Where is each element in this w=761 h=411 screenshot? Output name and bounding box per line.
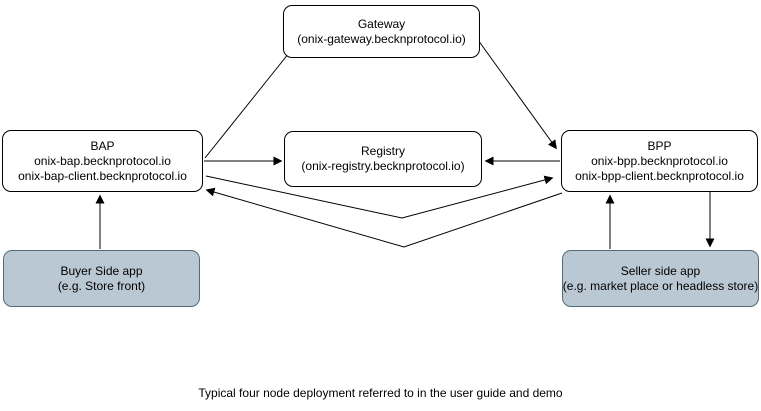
node-bap: BAP onix-bap.becknprotocol.io onix-bap-c… [2,130,203,192]
bpp-client-domain: onix-bpp-client.becknprotocol.io [575,168,744,183]
registry-title: Registry [360,144,405,158]
bap-domain: onix-bap.becknprotocol.io [34,153,171,168]
edge-gateway-to-bpp [477,39,557,150]
buyer-app-example: (e.g. Store front) [57,278,146,293]
seller-app-example: (e.g. market place or headless store) [562,278,759,293]
diagram-caption: Typical four node deployment referred to… [198,386,563,400]
bap-client-domain: onix-bap-client.becknprotocol.io [18,168,187,183]
bap-title: BAP [90,138,115,153]
gateway-title: Gateway [357,16,406,31]
node-registry: Registry (onix-registry.becknprotocol.io… [284,131,482,187]
bpp-title: BPP [647,138,672,153]
node-seller-side-app: Seller side app (e.g. market place or he… [562,250,759,307]
registry-domain: (onix-registry.becknprotocol.io) [301,159,465,173]
node-bpp: BPP onix-bpp.becknprotocol.io onix-bpp-c… [561,130,758,192]
edge-bap-to-gateway [204,46,294,159]
buyer-app-title: Buyer Side app [60,263,143,278]
bpp-domain: onix-bpp.becknprotocol.io [591,153,728,168]
seller-app-title: Seller side app [620,263,701,278]
edge-bpp-to-bap [205,187,563,248]
node-buyer-side-app: Buyer Side app (e.g. Store front) [3,250,200,307]
node-gateway: Gateway (onix-gateway.becknprotocol.io) [283,5,480,58]
gateway-domain: (onix-gateway.becknprotocol.io) [297,31,466,46]
